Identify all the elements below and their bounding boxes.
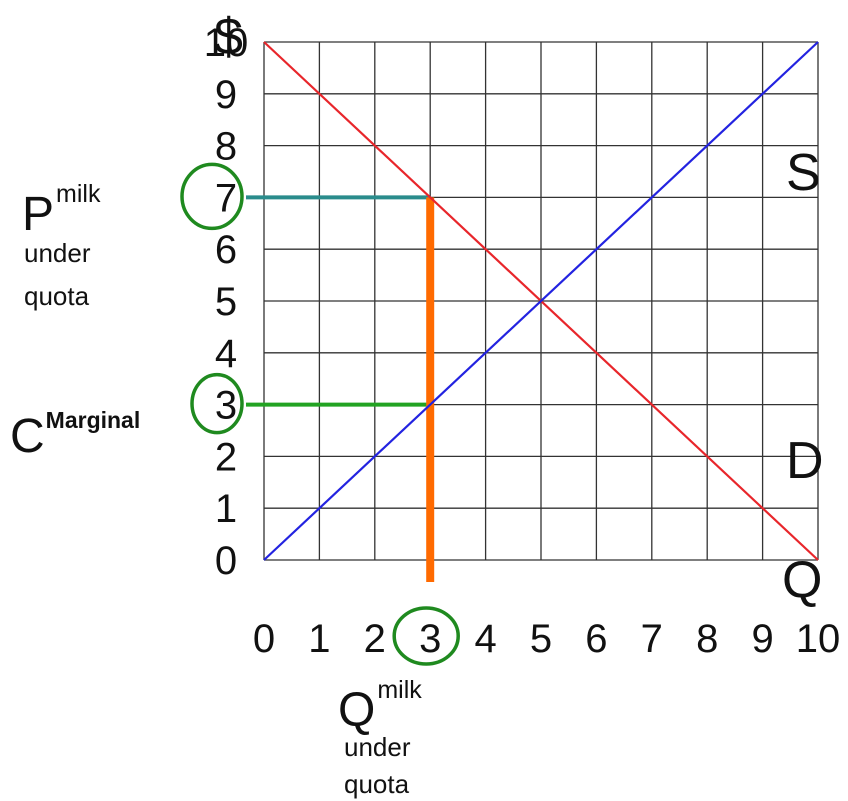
quantity-label-sub2: quota (344, 769, 410, 799)
y-tick-label: 6 (215, 228, 237, 272)
y-tick-label: 5 (215, 280, 237, 324)
demand-label: D (786, 432, 824, 490)
x-tick-label: 10 (796, 617, 841, 661)
quota-guides (246, 195, 435, 582)
quantity-label-sup: milk (377, 676, 422, 704)
y-tick-label: 4 (215, 332, 237, 376)
y-tick-label: 2 (215, 435, 237, 479)
cost-label-sup: Marginal (46, 407, 141, 433)
price-label-sub1: under (24, 238, 91, 268)
x-axis-label: Q (782, 551, 822, 609)
x-tick-label: 6 (585, 617, 607, 661)
x-tick-label: 4 (474, 617, 496, 661)
x-tick-label: 2 (364, 617, 386, 661)
cost-highlight-circle (190, 372, 244, 435)
cost-label-main: C (10, 410, 45, 463)
x-tick-label: 9 (751, 617, 773, 661)
marginal-cost-label: CMarginal (10, 407, 140, 463)
y-tick-label: 9 (215, 73, 237, 117)
x-tick-label: 8 (696, 617, 718, 661)
price-highlight-circle (180, 162, 244, 231)
x-tick-label: 3 (419, 617, 441, 661)
quantity-highlight-circle (392, 606, 460, 666)
quantity-under-quota-label: Qmilk (338, 676, 422, 737)
x-tick-label: 5 (530, 617, 552, 661)
quantity-label-sub1: under (344, 732, 411, 762)
y-tick-label: 10 (204, 21, 249, 65)
y-tick-label: 3 (215, 384, 237, 428)
supply-label: S (786, 144, 821, 202)
y-tick-label: 7 (215, 176, 237, 220)
highlight-circles (180, 162, 460, 666)
price-label-sup: milk (56, 180, 101, 208)
y-axis-label: $ (214, 8, 243, 66)
series-lines (263, 41, 819, 561)
x-tick-label: 0 (253, 617, 275, 661)
quantity-label-main: Q (338, 684, 375, 737)
y-tick-label: 8 (215, 125, 237, 169)
price-label-sub2: quota (24, 281, 90, 311)
y-tick-label: 1 (215, 487, 237, 531)
grid (263, 41, 819, 561)
x-tick-label: 7 (641, 617, 663, 661)
y-tick-label: 0 (215, 539, 237, 583)
price-under-quota-label: Pmilk (22, 180, 101, 241)
x-tick-label: 1 (308, 617, 330, 661)
price-label-main: P (22, 188, 54, 241)
supply-line (263, 41, 819, 561)
